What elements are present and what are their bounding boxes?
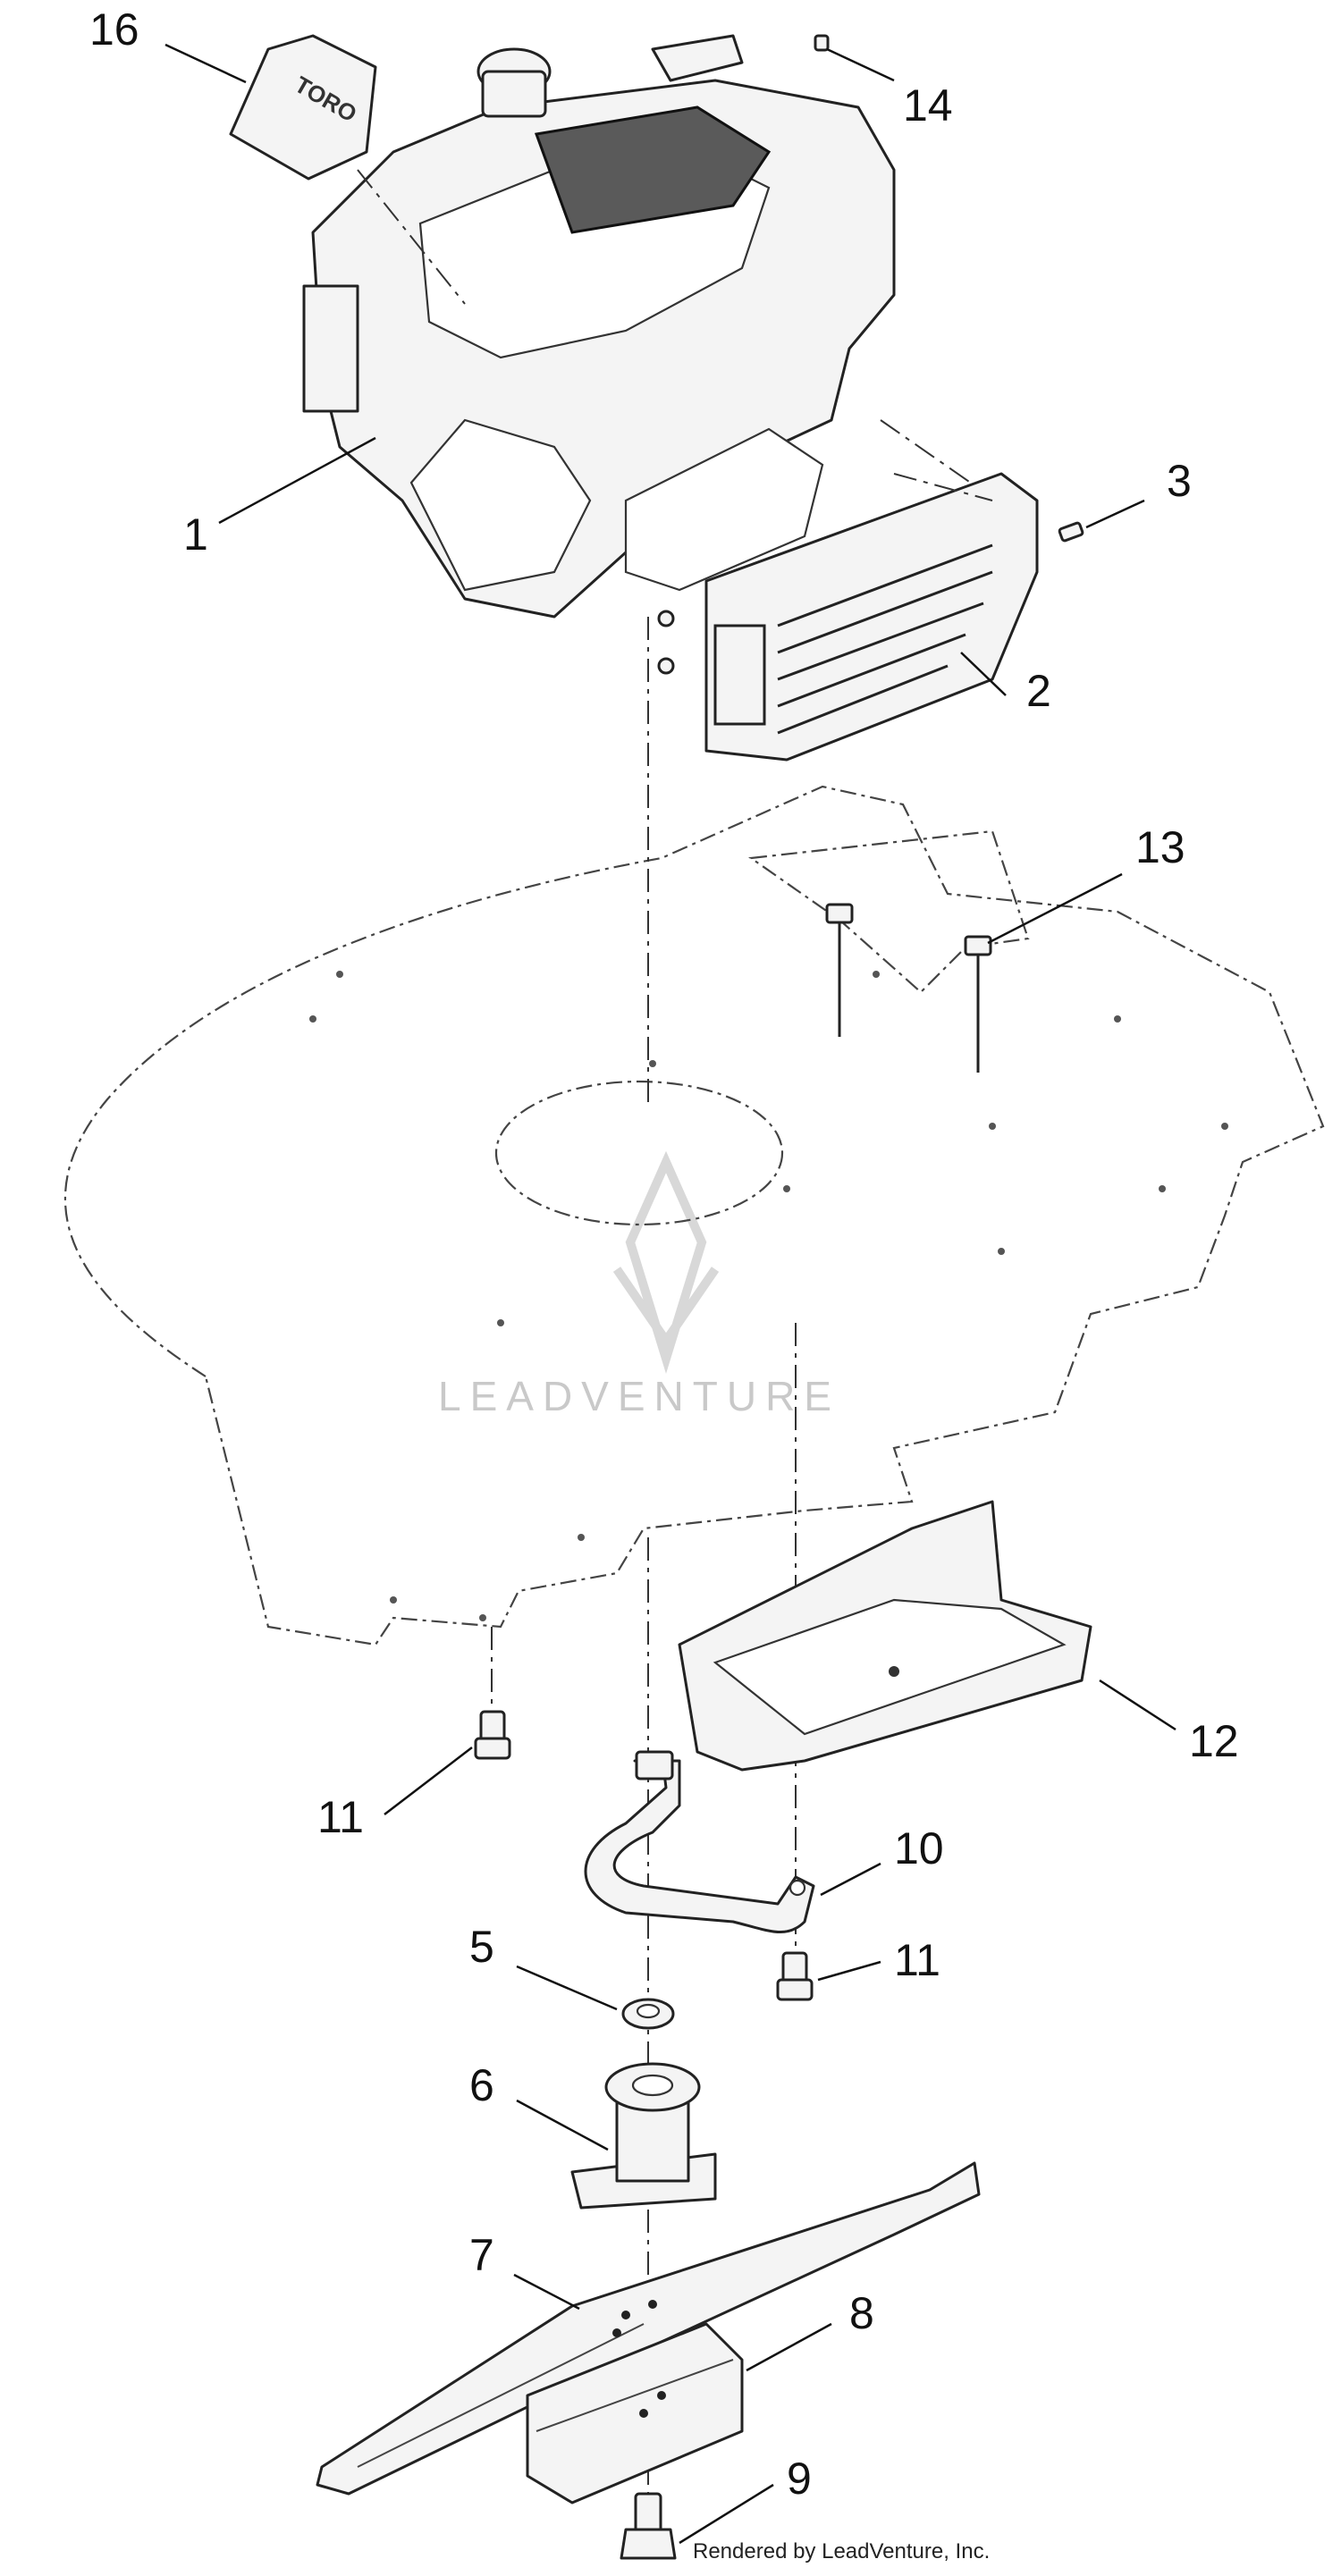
baffle — [678, 1500, 1092, 1772]
callout-16: 16 — [89, 4, 139, 55]
engine-grille — [534, 105, 772, 234]
watermark-logo-icon — [612, 1150, 720, 1375]
blade-bolt — [620, 2492, 677, 2560]
footer-credit: Rendered by LeadVenture, Inc. — [693, 2539, 990, 2563]
callout-5: 5 — [469, 1922, 494, 1972]
callout-11-right: 11 — [894, 1935, 940, 1985]
callout-13: 13 — [1135, 822, 1185, 872]
screw-3 — [1058, 521, 1084, 543]
callout-10: 10 — [894, 1823, 944, 1873]
watermark: LEADVENTURE — [438, 1150, 840, 1419]
nut — [621, 1998, 675, 2030]
engine-decal: TORO — [229, 34, 466, 305]
deck-holes — [309, 971, 1228, 1621]
stiffener — [526, 2322, 744, 2504]
bolt-11-left — [474, 1710, 511, 1760]
bolt-13 — [825, 903, 992, 1073]
blade — [316, 2161, 981, 2496]
callout-9: 9 — [787, 2454, 812, 2504]
callout-7: 7 — [469, 2230, 494, 2280]
callout-14: 14 — [903, 80, 953, 130]
heat-shield — [704, 472, 1039, 762]
leader-lines — [164, 43, 1177, 2545]
callout-11-left: 11 — [317, 1792, 364, 1842]
callout-3: 3 — [1167, 456, 1192, 506]
bolt-11-right — [776, 1951, 814, 2001]
callout-1: 1 — [183, 509, 208, 560]
callout-12: 12 — [1189, 1716, 1239, 1766]
shield-screws — [657, 610, 675, 675]
blade-adapter — [570, 2062, 717, 2210]
heat-shield-slots — [713, 543, 993, 735]
callout-8: 8 — [849, 2288, 874, 2338]
fitting — [814, 34, 830, 52]
callouts: 16 1 2 3 14 13 11 12 10 11 5 6 7 8 9 — [89, 4, 1239, 2504]
callout-6: 6 — [469, 2060, 494, 2110]
callout-2: 2 — [1026, 666, 1051, 716]
engine — [302, 34, 896, 619]
bracket — [584, 1750, 815, 1934]
watermark-text: LEADVENTURE — [438, 1373, 840, 1419]
